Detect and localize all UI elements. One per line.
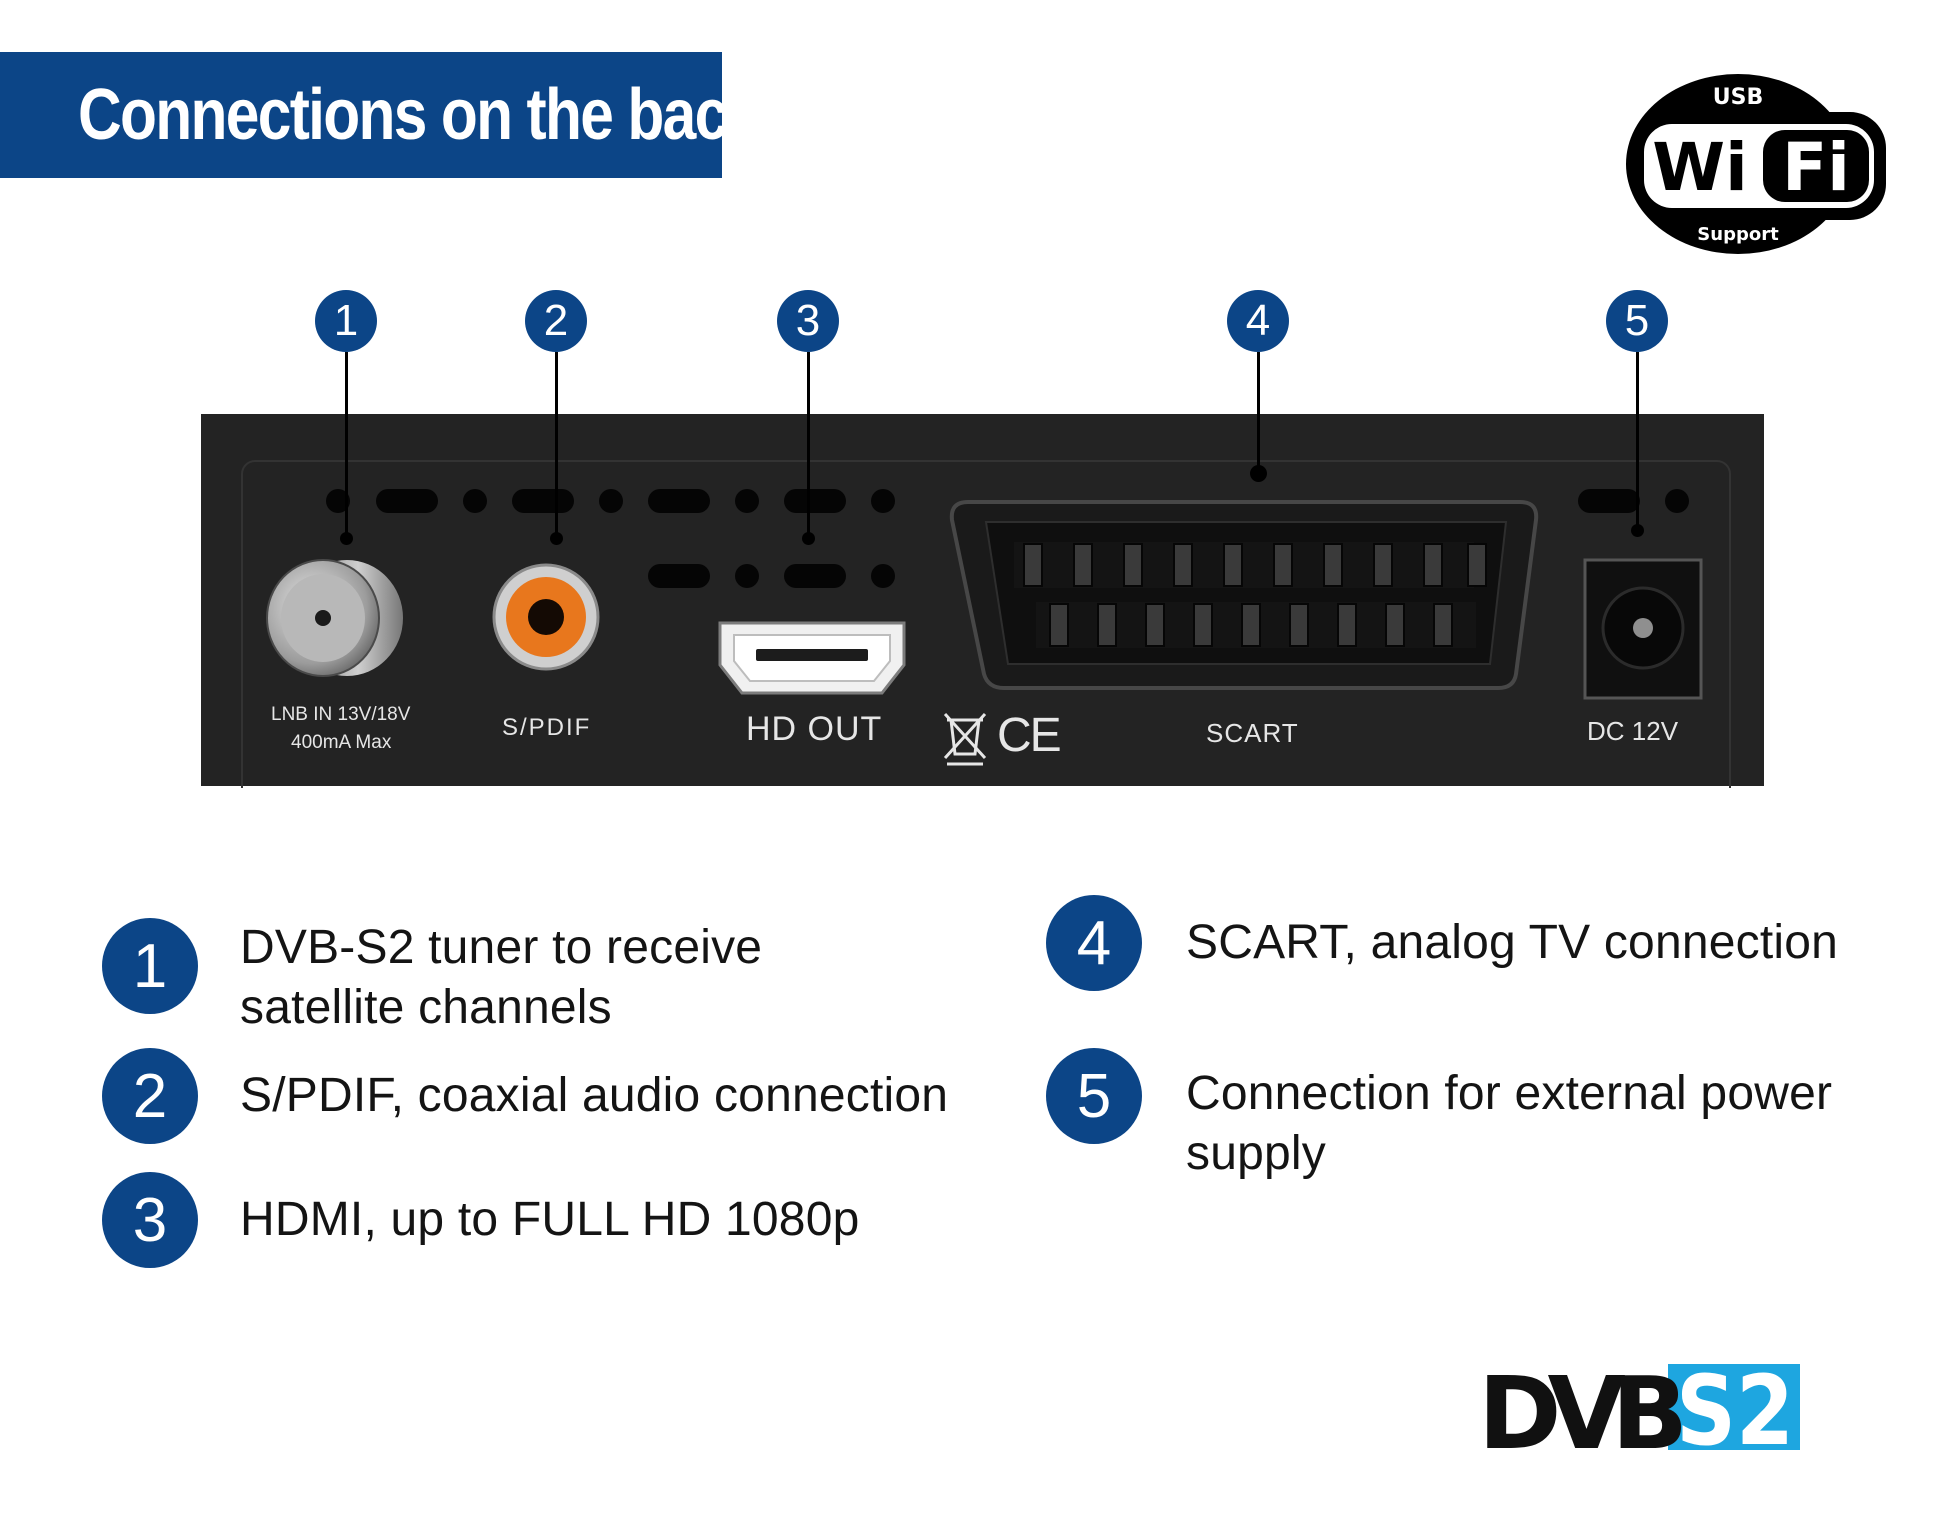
vent-hole [871,564,895,588]
callout-leader-5 [1636,352,1639,532]
wifi-logo-fi: Fi [1782,129,1850,206]
vent-hole [599,489,623,513]
s2-logo-text: S2 [1676,1364,1794,1450]
legend-badge-5: 5 [1046,1048,1142,1144]
spdif-rca-jack [492,563,600,671]
hdmi-label: HD OUT [746,710,883,748]
lnb-label-line1: LNB IN 13V/18V [271,704,411,725]
legend-badge-3: 3 [102,1172,198,1268]
vent-slot [1578,489,1640,513]
legend-item-5-line2: supply [1186,1127,1326,1180]
callout-leader-dot-5 [1631,524,1644,537]
dvb-s2-logo: DVB S2 [1478,1364,1800,1450]
vent-hole [871,489,895,513]
legend-item-2: S/PDIF, coaxial audio connection [240,1069,949,1122]
vent-slot [784,564,846,588]
legend-badge-2: 2 [102,1048,198,1144]
vent-slot [648,564,710,588]
ce-mark: CE [997,709,1062,762]
dc-power-jack [1583,558,1703,700]
legend-item-1-line2: satellite channels [240,981,612,1034]
vent-slot [512,489,574,513]
callout-badge-3: 3 [777,290,839,352]
vent-hole [1665,489,1689,513]
usb-wifi-support-logo: USB Wi Fi Support [1626,74,1886,254]
vent-slot [648,489,710,513]
lnb-label-line2: 400mA Max [291,732,392,753]
weee-recycling-icon [943,712,987,766]
callout-leader-3 [807,352,810,540]
receiver-back-panel: LNB IN 13V/18V 400mA Max S/PDIF HD OUT C… [201,414,1764,788]
vent-slot [376,489,438,513]
vent-slot [784,489,846,513]
legend-badge-1: 1 [102,918,198,1014]
wifi-logo-support: Support [1697,224,1779,245]
hdmi-port [718,621,906,695]
wifi-logo-wi: Wi [1652,129,1747,206]
dc-label: DC 12V [1587,716,1679,746]
callout-badge-1: 1 [315,290,377,352]
callout-leader-dot-1 [340,532,353,545]
legend-item-1-line1: DVB-S2 tuner to receive [240,921,763,974]
legend-item-1: DVB-S2 tuner to receive satellite channe… [240,918,762,1038]
legend-item-5: Connection for external power supply [1186,1064,1832,1184]
legend-item-3: HDMI, up to FULL HD 1080p [240,1193,860,1246]
callout-badge-5: 5 [1606,290,1668,352]
vent-hole [735,564,759,588]
callout-leader-2 [555,352,558,540]
callout-badge-4: 4 [1227,290,1289,352]
callout-leader-4 [1257,352,1260,472]
spdif-label: S/PDIF [502,714,592,741]
vent-hole [735,489,759,513]
callout-leader-dot-3 [802,532,815,545]
legend-item-5-line1: Connection for external power [1186,1067,1833,1120]
vent-hole [463,489,487,513]
callout-badge-2: 2 [525,290,587,352]
legend-badge-4: 4 [1046,895,1142,991]
wifi-logo-usb: USB [1713,85,1763,110]
callout-leader-dot-2 [550,532,563,545]
dvb-logo-text: DVB [1478,1364,1682,1450]
dvb-s2-logo-box [1668,1364,1800,1450]
callout-leader-dot-4 [1250,465,1267,482]
scart-label: SCART [1206,718,1299,748]
header-banner: Connections on the back [0,52,760,178]
scart-socket [949,500,1539,690]
panel-inner-frame [241,460,1731,788]
lnb-connector [266,559,403,677]
callout-leader-1 [345,352,348,540]
page-title: Connections on the back [78,75,760,155]
legend-item-4: SCART, analog TV connection [1186,916,1839,969]
